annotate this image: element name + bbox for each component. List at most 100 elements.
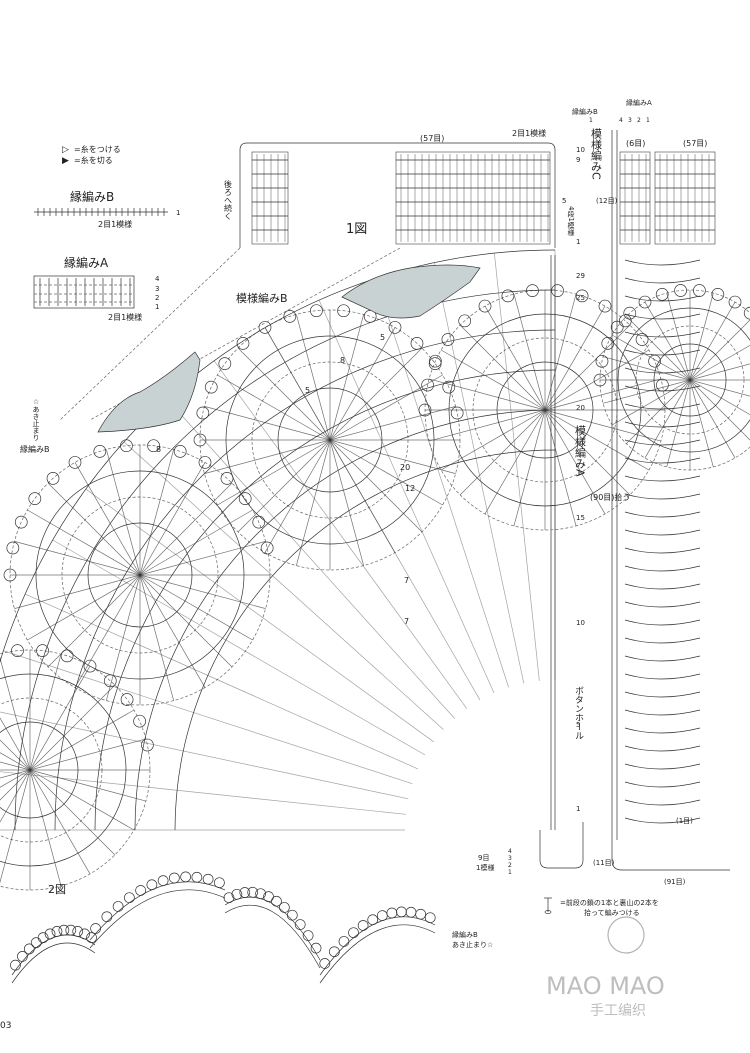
fan-spoke <box>544 378 662 411</box>
fig2-open-stop: あき止まり☆ <box>452 940 493 949</box>
scallop <box>6 541 20 555</box>
fig1-pattern-c-rows: 4段1模様 <box>567 206 575 236</box>
fig1-edge-a-top: 縁編みA <box>626 98 652 107</box>
fan-spoke <box>47 574 141 668</box>
fig2-scallop <box>319 958 331 969</box>
fan-spoke <box>329 439 443 506</box>
right-strip-row <box>624 817 701 824</box>
fan-spoke <box>329 314 364 441</box>
fig1-bottom-labels: 9目 1模様 4 3 2 1 (11目) (91目) (1目) <box>476 817 730 886</box>
scallop <box>656 378 669 392</box>
right-strip-row <box>624 385 701 392</box>
fig2-arc <box>11 934 96 976</box>
page-number: 03 <box>0 1021 11 1031</box>
fig1-fan-diagram <box>0 247 750 891</box>
shaded-region-left <box>97 351 201 433</box>
fan-spoke <box>544 324 631 411</box>
body-spoke <box>0 711 409 800</box>
fan-spoke <box>139 574 174 701</box>
fig2-scallop <box>310 942 322 954</box>
fan-spoke <box>602 379 691 404</box>
right-strip-row <box>624 277 701 284</box>
edging-b-sample: 縁編みB 2目1模様 1 <box>34 189 180 229</box>
round-num-8a: 8 <box>340 356 345 365</box>
fig2-scallop <box>231 888 243 900</box>
body-spoke <box>264 327 481 701</box>
fan-spoke <box>329 439 364 566</box>
fig2-scallop <box>376 910 388 921</box>
cat-logo-icon <box>607 916 645 954</box>
watermark-logo: MAO MAO 手工编织 <box>546 916 665 1019</box>
round-num-20: 20 <box>400 463 410 472</box>
scallop <box>83 659 97 673</box>
scallop <box>418 403 432 417</box>
fig2-arc <box>11 942 96 984</box>
scallop <box>173 445 187 458</box>
scallop <box>193 433 207 447</box>
body-spoke <box>318 300 495 694</box>
right-strip-row <box>624 655 701 662</box>
fan-spoke <box>689 292 714 381</box>
right-strip-row <box>624 619 701 626</box>
fig1-title: 1図 <box>346 222 367 237</box>
fig1-edge-a-mark-1: 1 <box>646 117 650 124</box>
fan-spoke <box>296 439 331 566</box>
fig2-arc <box>89 881 226 941</box>
right-strip-row <box>624 745 701 752</box>
scallop <box>458 314 472 328</box>
scallop <box>388 321 402 334</box>
fan-spoke <box>139 541 266 576</box>
scallop <box>120 439 133 453</box>
fan-spoke <box>428 409 546 442</box>
fan-spoke <box>217 374 331 441</box>
right-strip-row <box>624 583 701 590</box>
fig2-scallop <box>247 886 259 898</box>
scallop <box>198 456 212 469</box>
fig1-edge-a-mark-4: 4 <box>619 117 623 124</box>
fig2-scallop <box>112 901 124 912</box>
fan-spoke <box>0 656 31 771</box>
fig1-top-repeat: 2目1模様 <box>512 128 546 138</box>
scallop <box>93 445 107 458</box>
fig1-bottom-nine: 9目 <box>478 854 489 862</box>
fig1-back-continue: 後ろへ続く <box>224 179 233 220</box>
scallop <box>421 378 434 392</box>
fig2-title: 2図 <box>48 883 66 896</box>
edging-a-row-mark-1: 1 <box>155 303 159 311</box>
body-spoke <box>3 650 413 784</box>
scallop <box>501 289 515 303</box>
fig2-scallop <box>51 926 63 937</box>
fan-spoke <box>440 349 546 411</box>
legend-attach-symbol: ▷ <box>62 145 69 155</box>
fan-spoke <box>0 769 31 788</box>
fan-spoke <box>74 574 141 688</box>
fig2-scallop <box>223 892 235 904</box>
scallop <box>236 337 250 350</box>
fig2-scallop <box>135 885 146 896</box>
fan-spoke <box>544 409 662 442</box>
right-strip-row <box>624 475 701 482</box>
scallop <box>220 472 234 485</box>
fan-spoke <box>29 769 116 856</box>
scallop <box>593 373 607 387</box>
fan-spoke <box>689 344 750 381</box>
scallop <box>133 714 146 728</box>
legend-cut-symbol: ▶ <box>62 156 69 166</box>
scallop <box>428 357 442 370</box>
fig1-bottom-91: (91目) <box>664 878 686 886</box>
fig1-buttonhole: ボタンホール <box>573 686 584 740</box>
fig2-scallop <box>424 912 436 924</box>
fig2-scallop <box>348 927 359 939</box>
fan-spoke <box>626 316 691 381</box>
scallop <box>478 299 492 313</box>
scallop <box>11 644 24 658</box>
fig1-right-six: (6目) <box>626 139 645 148</box>
legend-cut-text: =糸を切る <box>74 155 113 165</box>
continuation-line <box>59 247 241 421</box>
scallop <box>429 354 442 368</box>
edging-a-repeat: 2目1模様 <box>108 312 142 322</box>
scallop <box>610 320 624 334</box>
fan-spoke <box>689 379 750 416</box>
row-num-29: 29 <box>576 272 585 280</box>
fan-spoke <box>139 482 233 576</box>
